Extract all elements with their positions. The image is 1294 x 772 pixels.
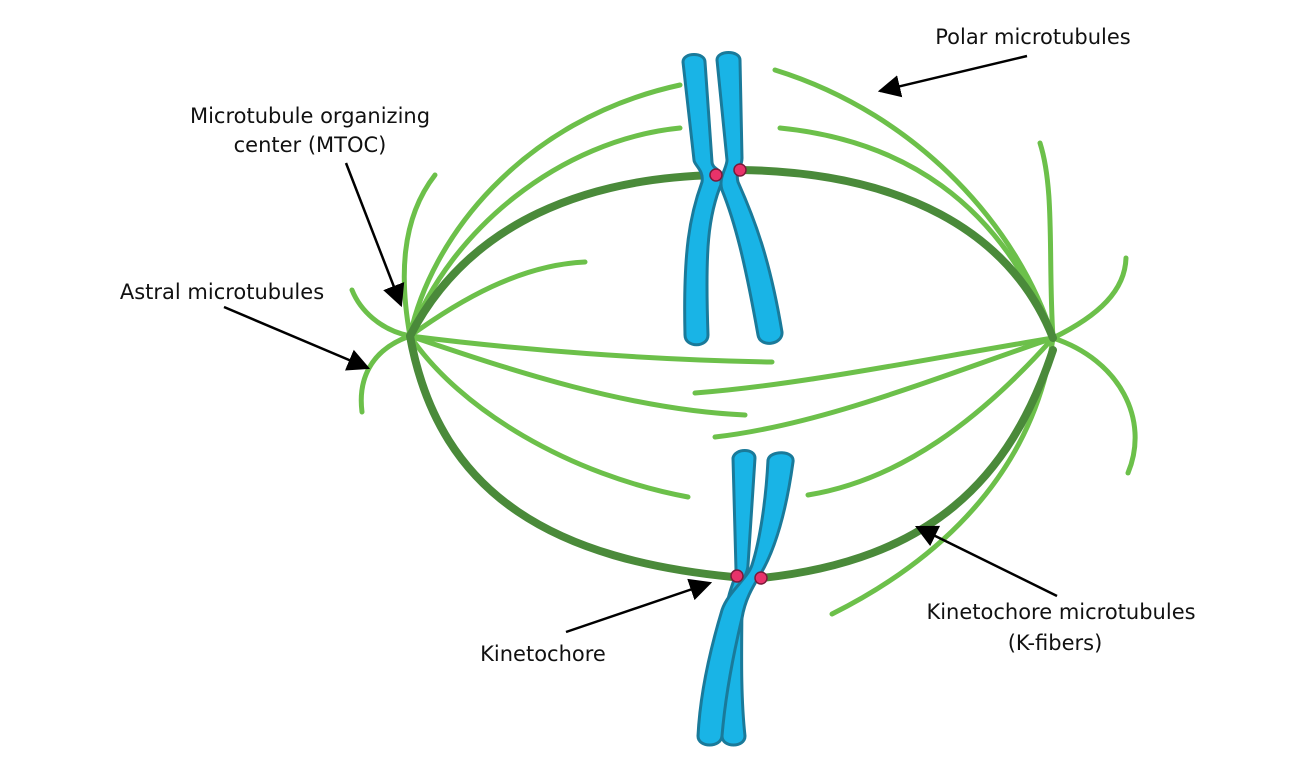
kinetochore [709, 168, 723, 182]
chromatid [715, 51, 784, 345]
kinetochore-microtubules [406, 166, 1057, 582]
label-kfibers-line2: (K-fibers) [1008, 631, 1103, 655]
polar-microtubule [1037, 140, 1056, 341]
label-astral-microtubules: Astral microtubules [120, 280, 324, 304]
k-fiber-bottom-left [406, 332, 737, 581]
kinetochores [709, 163, 768, 585]
k-fiber-bottom-right [758, 346, 1057, 582]
labels: Polar microtubules Microtubule organizin… [120, 25, 1196, 666]
label-mtoc-line2: center (MTOC) [234, 133, 387, 157]
polar-microtubule [407, 333, 748, 418]
kinetochore [754, 571, 768, 585]
chromatid [696, 451, 795, 747]
polar-microtubule [407, 82, 683, 339]
chromosome-bottom [696, 449, 795, 747]
astral-microtubule [1050, 335, 1138, 476]
label-polar-microtubules: Polar microtubules [935, 25, 1131, 49]
arrow-polar [877, 54, 1028, 98]
polar-microtubule [712, 335, 1056, 440]
k-fiber-top-right [736, 166, 1057, 342]
label-kfibers-line1: Kinetochore microtubules [926, 600, 1195, 624]
label-kinetochore: Kinetochore [480, 642, 606, 666]
astral-microtubule [358, 333, 413, 415]
polar-microtubule [407, 259, 588, 339]
kinetochore [730, 569, 744, 583]
kinetochore [733, 163, 747, 177]
polar-microtubule [407, 125, 683, 339]
k-fiber-top-left [406, 171, 720, 340]
annotation-arrows [223, 54, 1058, 634]
polar-microtubule [407, 333, 775, 365]
astral-microtubule [349, 287, 413, 339]
label-mtoc-line1: Microtubule organizing [190, 104, 430, 128]
astral-microtubule [401, 172, 438, 339]
arrow-kfibers [914, 525, 1058, 598]
chromatid [681, 53, 725, 347]
arrow-kinetochore [565, 578, 713, 634]
arrow-astral [223, 305, 371, 371]
polar-microtubule [805, 335, 1056, 498]
arrow-mtoc [344, 162, 405, 308]
chromosome-top [681, 51, 784, 347]
polar-microtubule [829, 335, 1056, 617]
polar-microtubule [692, 335, 1056, 396]
polar-microtubule [777, 125, 1056, 341]
astral-microtubule [1050, 255, 1129, 341]
polar-microtubule [407, 333, 691, 500]
